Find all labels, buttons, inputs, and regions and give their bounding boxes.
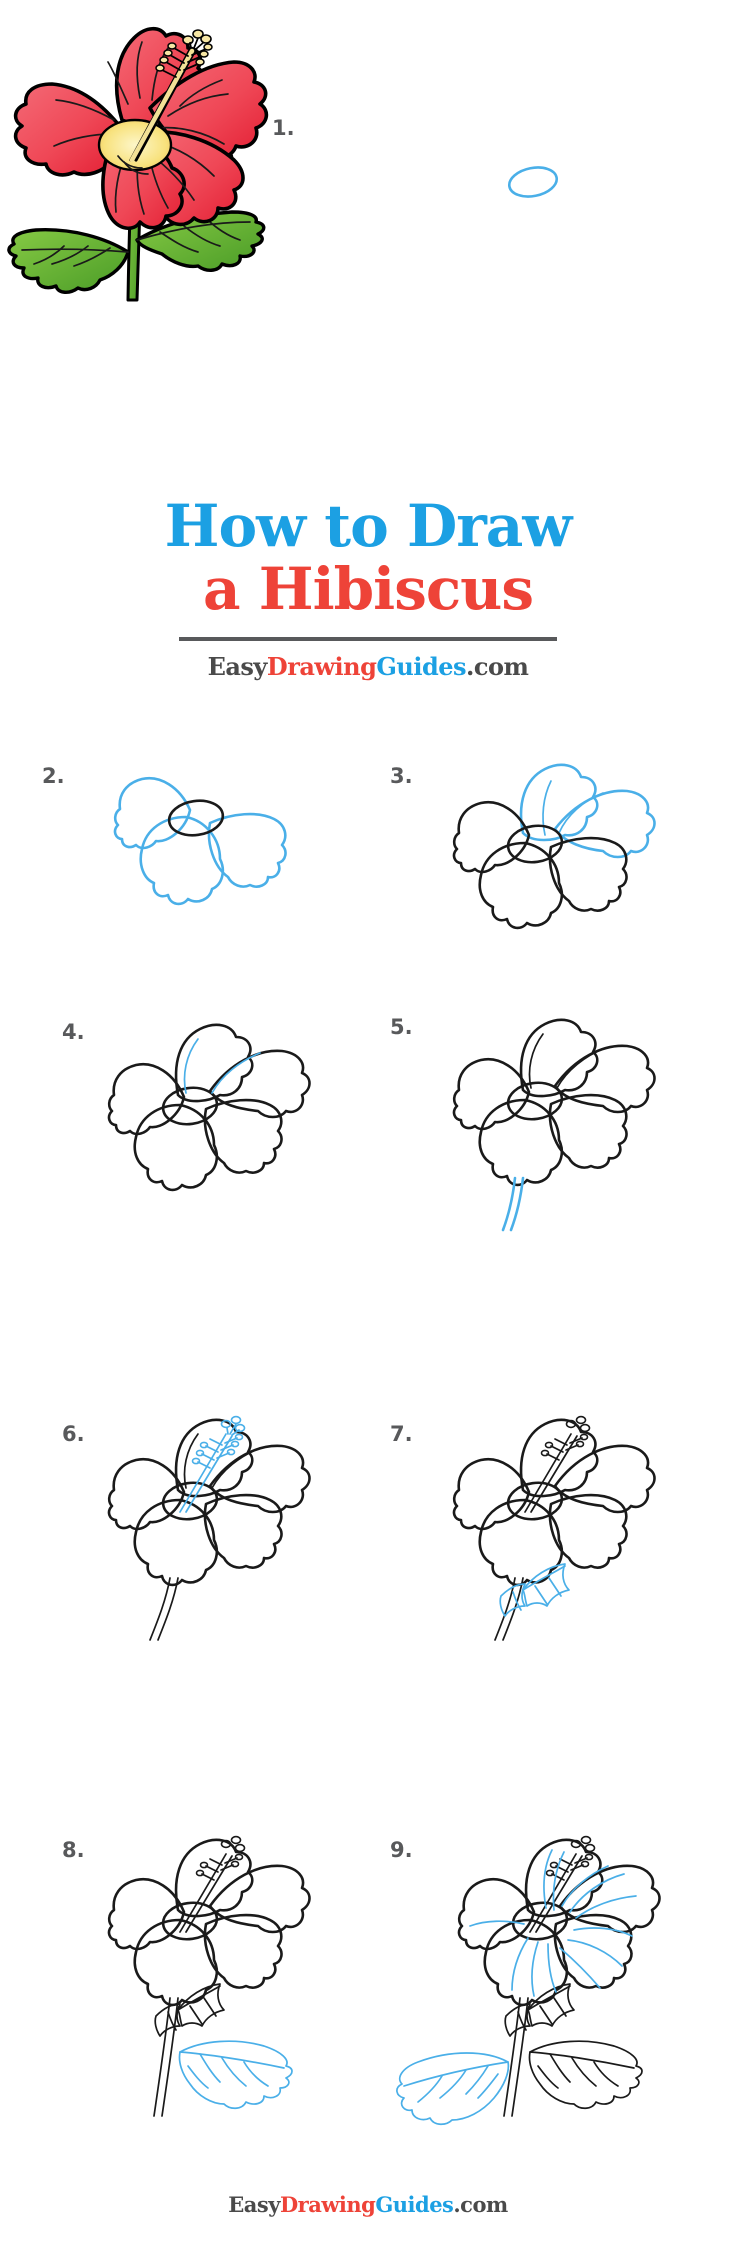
existing-large-right-leaf [528, 2040, 643, 2110]
step-1-drawing [505, 160, 585, 220]
existing-flower-black [107, 1023, 311, 1192]
step-3-drawing [405, 745, 685, 930]
step-number-9: 9. [390, 1838, 413, 1862]
new-large-right-leaf-blue [178, 2040, 293, 2110]
step-8-drawing [60, 1820, 360, 2120]
title-block: How to Draw a Hibiscus EasyDrawingGuides… [0, 492, 736, 682]
brand-com: .com [466, 652, 529, 681]
brand-guides: Guides [376, 652, 467, 681]
brand-drawing: Drawing [266, 652, 377, 681]
existing-flower-black [107, 1418, 311, 1641]
existing-small-leaf [154, 1983, 225, 2037]
new-small-leaf-blue [499, 1563, 570, 1617]
step-number-4: 4. [62, 1020, 85, 1044]
new-oval-shape [507, 166, 559, 198]
new-petal-veins-blue [469, 1849, 637, 1997]
existing-flower-black [452, 1018, 656, 1187]
existing-flower-black [452, 1415, 656, 1641]
step-4-drawing [60, 1005, 340, 1192]
footer-brand-com: .com [453, 2192, 508, 2217]
brand-logo: EasyDrawingGuides.com [0, 652, 736, 681]
existing-petals-black [452, 800, 628, 930]
new-left-leaf-blue [396, 2052, 510, 2126]
step-number-2: 2. [42, 764, 65, 788]
existing-oval-shape [167, 799, 225, 837]
footer-brand: EasyDrawingGuides.com [0, 2192, 736, 2217]
title-line-a-hibiscus: a Hibiscus [203, 555, 534, 623]
title-line-how-to-draw: How to Draw [164, 492, 573, 560]
footer-brand-guides: Guides [375, 2192, 454, 2217]
title-divider [179, 637, 557, 641]
step-number-6: 6. [62, 1422, 85, 1446]
footer-brand-easy: Easy [228, 2192, 280, 2217]
footer-brand-drawing: Drawing [279, 2192, 376, 2217]
step-9-drawing [380, 1820, 710, 2130]
new-stem-blue [501, 1176, 525, 1232]
new-upper-petals-blue [519, 763, 656, 859]
hero-leaf-right [135, 210, 266, 272]
step-number-1: 1. [272, 116, 295, 140]
step-number-7: 7. [390, 1422, 413, 1446]
step-7-drawing [405, 1400, 685, 1641]
step-6-drawing [60, 1400, 340, 1641]
footer-brand-logo: EasyDrawingGuides.com [0, 2192, 736, 2217]
step-number-3: 3. [390, 764, 413, 788]
hero-leaf-left [7, 228, 130, 294]
step-number-8: 8. [62, 1838, 85, 1862]
hero-hibiscus-illustration [0, 0, 300, 330]
brand-easy: Easy [207, 652, 268, 681]
step-number-5: 5. [390, 1015, 413, 1039]
existing-flower-black [457, 1835, 661, 2117]
new-petal-detail-blue [183, 1038, 261, 1094]
step-2-drawing [60, 755, 320, 906]
existing-flower-black [107, 1835, 311, 2117]
existing-small-leaf [504, 1983, 575, 2037]
hero-stamen [129, 29, 213, 163]
new-petals-blue [113, 776, 287, 906]
hero-flower-center [97, 118, 173, 175]
new-stamen-blue [179, 1415, 246, 1513]
step-5-drawing [405, 1000, 685, 1232]
